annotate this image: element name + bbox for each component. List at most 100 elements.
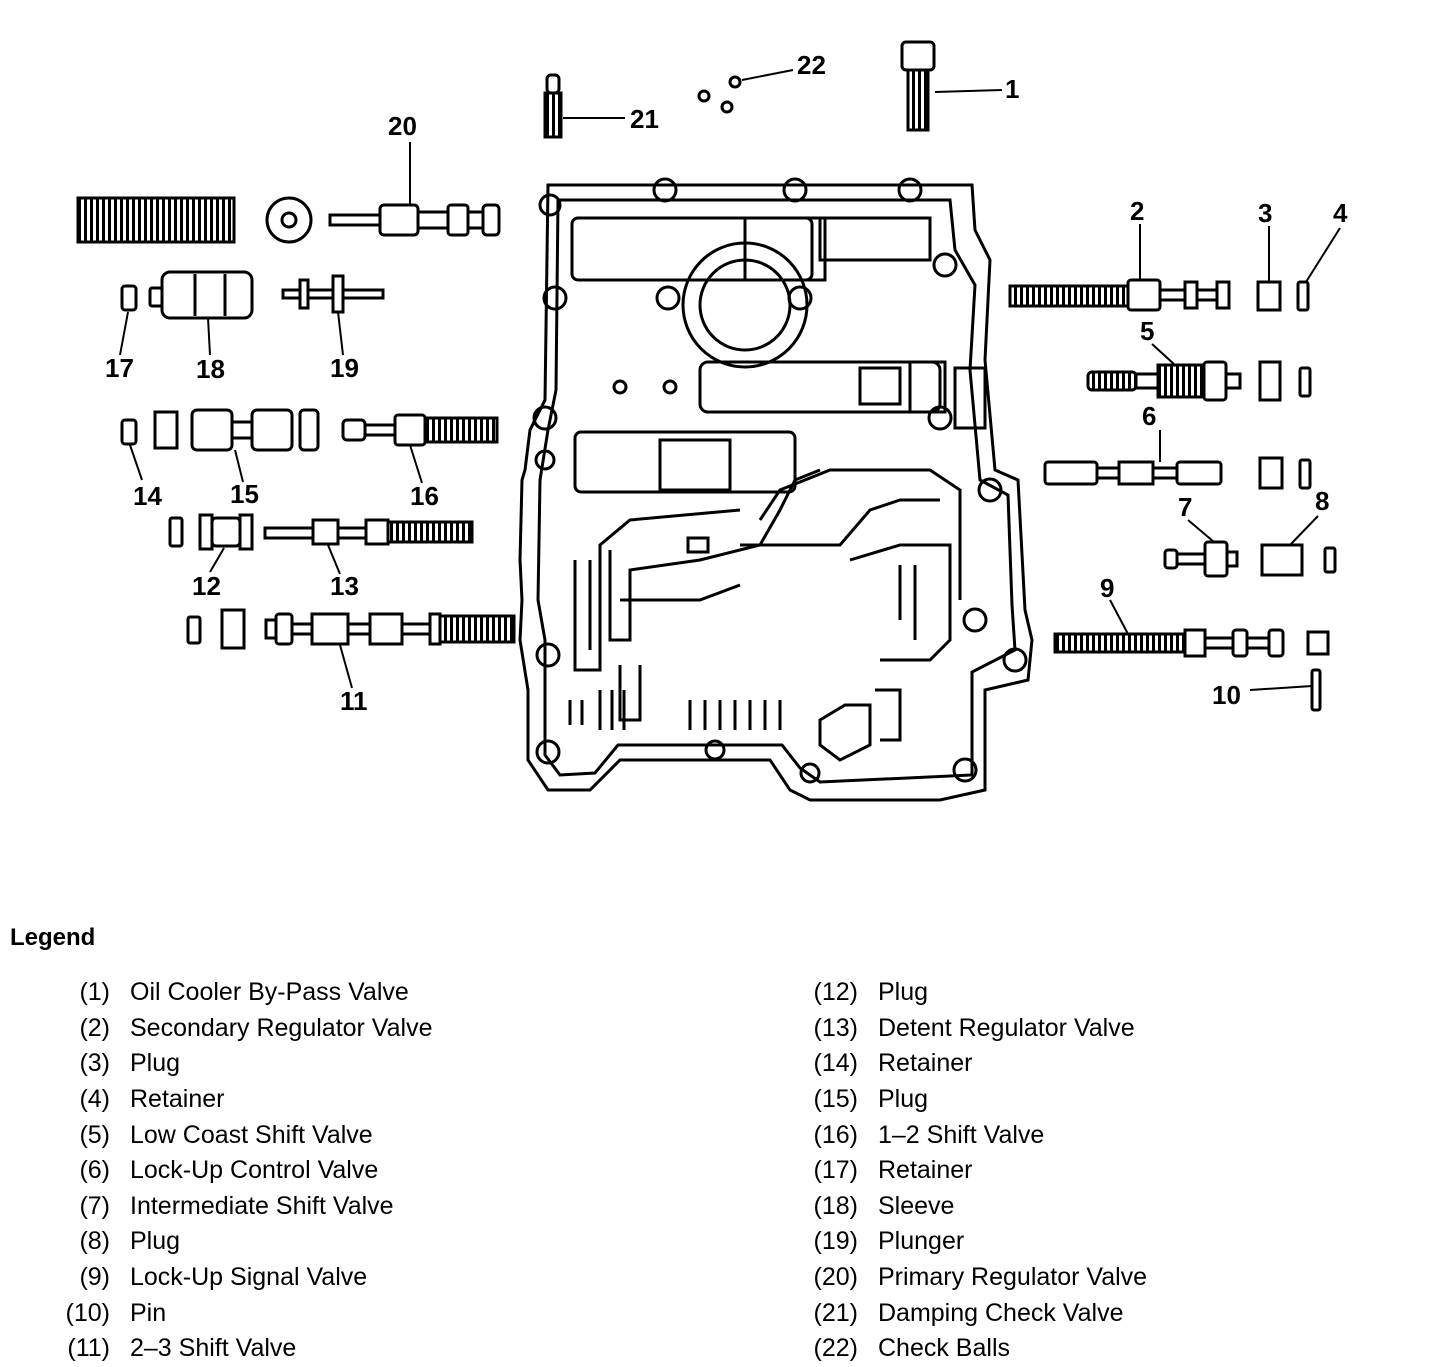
legend-number: (9): [79, 1263, 110, 1292]
callout-1: 1: [1005, 74, 1019, 104]
legend-number: (19): [813, 1227, 858, 1256]
legend-label: Check Balls: [878, 1334, 1010, 1363]
part-plunger: [281, 274, 385, 314]
legend-item: (9) Lock-Up Signal Valve: [58, 1260, 433, 1296]
part-low-coast-shift-valve: [1086, 360, 1312, 402]
legend-label: Intermediate Shift Valve: [130, 1191, 394, 1220]
callout-11: 11: [340, 686, 368, 716]
part-retainer-17: [120, 284, 138, 312]
legend-number: (20): [813, 1263, 858, 1292]
legend-number: (13): [813, 1013, 858, 1042]
legend-number: (4): [79, 1085, 110, 1114]
legend-item: (6) Lock-Up Control Valve: [58, 1153, 433, 1189]
callout-13: 13: [330, 571, 359, 601]
legend-item: (22) Check Balls: [806, 1331, 1147, 1367]
legend-item: (16) 1–2 Shift Valve: [806, 1117, 1147, 1153]
part-detent-regulator-valve: [263, 518, 474, 546]
legend-item: (7)Intermediate Shift Valve: [58, 1189, 433, 1225]
valve-body-diagram: 1 2 3 4 5 6 7 8 9 10 11 12 13 14 15 16 1…: [76, 40, 1348, 802]
legend-item: (17)Retainer: [806, 1153, 1147, 1189]
legend-item: (5) Low Coast Shift Valve: [58, 1117, 433, 1153]
part-plug-3: [1256, 280, 1282, 312]
legend-item: (10) Pin: [58, 1295, 433, 1331]
callout-18: 18: [196, 354, 225, 384]
legend-label: Oil Cooler By-Pass Valve: [130, 978, 409, 1007]
part-retainer-14: [120, 418, 138, 446]
legend-number: (14): [813, 1049, 858, 1078]
legend-number: (18): [813, 1191, 858, 1220]
legend-item: (20) Primary Regulator Valve: [806, 1260, 1148, 1296]
part-retainer-4: [1296, 280, 1310, 312]
legend-item: (19) Plunger: [806, 1224, 1147, 1260]
callout-6: 6: [1142, 401, 1156, 431]
legend-item: (2)Secondary Regulator Valve: [58, 1011, 433, 1047]
legend-label: Plug: [130, 1049, 181, 1078]
callout-labels: 1 2 3 4 5 6 7 8 9 10 11 12 13 14 15 16 1…: [105, 50, 1348, 716]
legend-item: (8)Plug: [58, 1224, 433, 1260]
callout-22: 22: [797, 50, 826, 80]
legend-number: (1): [79, 978, 110, 1007]
legend-label: Detent Regulator Valve: [878, 1013, 1135, 1042]
part-plug-12: [168, 513, 254, 551]
part-pin: [1310, 668, 1322, 712]
part-intermediate-shift-valve: [1163, 540, 1239, 578]
legend-label: Lock-Up Signal Valve: [130, 1263, 368, 1292]
callout-19: 19: [330, 353, 359, 383]
part-primary-regulator-valve: [76, 196, 501, 244]
legend-item: (3) Plug: [58, 1046, 433, 1082]
legend-label: Plug: [878, 978, 929, 1007]
legend-label: Pin: [130, 1298, 167, 1327]
legend-label: 2–3 Shift Valve: [130, 1334, 297, 1363]
callout-14: 14: [133, 481, 162, 511]
legend-label: Sleeve: [878, 1191, 955, 1220]
legend-column-right: (12)Plug (13)Detent Regulator Valve (14)…: [806, 975, 1148, 1367]
legend-number: (22): [813, 1334, 858, 1363]
callout-15: 15: [230, 479, 259, 509]
part-plug-8: [1260, 543, 1337, 577]
legend-item: (21) Damping Check Valve: [806, 1295, 1147, 1331]
legend-number: (16): [813, 1120, 858, 1149]
callout-7: 7: [1178, 492, 1192, 522]
callout-8: 8: [1315, 486, 1329, 516]
legend-item: (18) Sleeve: [806, 1189, 1147, 1225]
callout-20: 20: [388, 111, 417, 141]
legend-label: Retainer: [130, 1085, 225, 1114]
legend-number: (5): [79, 1120, 110, 1149]
legend-item: (11) 2–3 Shift Valve: [58, 1331, 433, 1367]
legend-label: Secondary Regulator Valve: [130, 1013, 433, 1042]
legend-item: (4) Retainer: [58, 1082, 433, 1118]
legend-number: (17): [813, 1156, 858, 1185]
callout-3: 3: [1258, 198, 1272, 228]
part-2-3-shift-valve: [186, 608, 516, 650]
callout-21: 21: [630, 104, 659, 134]
callout-12: 12: [192, 571, 221, 601]
legend-label: 1–2 Shift Valve: [878, 1120, 1045, 1149]
legend-label: Low Coast Shift Valve: [130, 1120, 373, 1149]
part-sleeve: [148, 270, 254, 320]
legend-number: (11): [67, 1334, 110, 1363]
part-oil-cooler-bypass-valve: [900, 40, 936, 132]
part-1-2-shift-valve: [341, 413, 499, 447]
part-lock-up-signal-valve: [1053, 628, 1330, 658]
legend-label: Lock-Up Control Valve: [130, 1156, 379, 1185]
valve-body-plate: [518, 177, 1034, 802]
legend-title: Legend: [10, 924, 96, 951]
legend-number: (6): [79, 1156, 110, 1185]
legend-item: (15)Plug: [806, 1082, 1147, 1118]
callout-9: 9: [1100, 573, 1114, 603]
legend-label: Plunger: [878, 1227, 965, 1256]
legend-number: (10): [65, 1298, 110, 1327]
legend-number: (8): [79, 1227, 110, 1256]
part-lock-up-control-valve: [1043, 456, 1312, 490]
legend-number: (21): [813, 1298, 858, 1327]
callout-4: 4: [1333, 198, 1348, 228]
callout-17: 17: [105, 353, 134, 383]
part-check-balls: [697, 75, 742, 114]
legend-item: (1) Oil Cooler By-Pass Valve: [58, 975, 433, 1011]
legend-number: (3): [79, 1049, 110, 1078]
part-secondary-regulator-valve: [1008, 278, 1231, 312]
legend-label: Retainer: [878, 1049, 973, 1078]
legend-label: Plug: [878, 1085, 929, 1114]
legend-label: Primary Regulator Valve: [878, 1263, 1148, 1292]
legend-label: Damping Check Valve: [878, 1298, 1124, 1327]
